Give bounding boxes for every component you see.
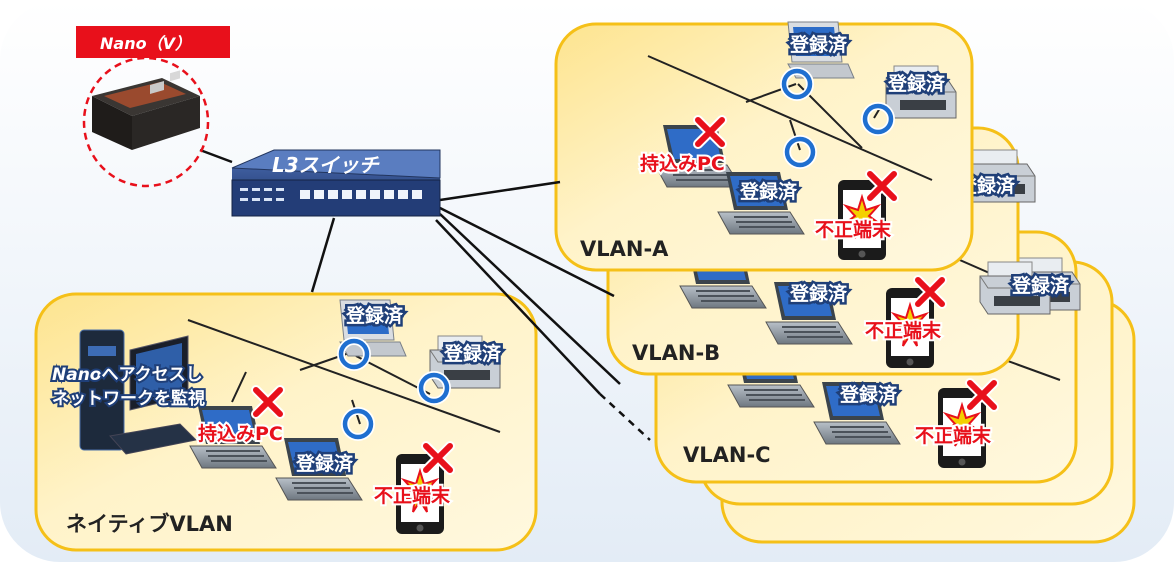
monitor-caption-rest: へアクセスし — [101, 365, 202, 385]
vlan-a-registered-label-3: 登録済 — [739, 180, 798, 203]
native-registered-label-3: 登録済 — [295, 452, 354, 475]
vlan-c-label: VLAN-C — [683, 443, 771, 467]
vlan-b-registered-label: 登録済 — [789, 282, 848, 305]
nano-highlight-circle — [82, 56, 210, 188]
vlan-a-unauthorized-label: 不正端末 — [815, 218, 892, 241]
native-unauthorized-label: 不正端末 — [374, 484, 451, 507]
vlan-b-unauthorized-label: 不正端末 — [865, 319, 942, 342]
native-registered-label-1: 登録済 — [345, 304, 404, 327]
vlan-c-registered-label: 登録済 — [839, 383, 898, 406]
nano-badge — [76, 26, 230, 58]
vlan-a-label: VLAN-A — [580, 237, 669, 261]
vlan-a-registered-label-2: 登録済 — [887, 72, 946, 95]
monitor-caption-line1: Nanoへアクセスし — [52, 365, 203, 385]
l3-switch-icon: L3スイッチ — [231, 149, 441, 217]
vlan-c-peek-registered: 登録済 — [1011, 274, 1070, 297]
nano-device: Nano（V） — [76, 26, 230, 188]
vlan-b-label: VLAN-B — [632, 341, 720, 365]
native-personal-pc-label: 持込みPC — [198, 422, 283, 445]
monitoring-pc-icon — [79, 329, 198, 455]
nano-label: Nano（V） — [100, 34, 191, 53]
switch-label: L3スイッチ — [272, 153, 381, 177]
native-vlan-label: ネイティブVLAN — [66, 512, 233, 536]
native-registered-label-2: 登録済 — [443, 342, 502, 365]
switch-links — [199, 148, 651, 441]
native-vlan-panel: Nanoへアクセスし ネットワークを監視 登録済 登録済 登録済 持込みPC 不… — [34, 292, 538, 552]
vlan-a-personal-pc-label: 持込みPC — [640, 152, 725, 175]
vlan-a-registered-label-1: 登録済 — [789, 33, 848, 56]
monitor-caption-brand: Nano — [52, 365, 102, 385]
monitor-caption-line2: ネットワークを監視 — [52, 388, 205, 409]
nano-box-icon — [92, 70, 200, 150]
vlan-c-unauthorized-label: 不正端末 — [915, 424, 992, 447]
vlan-a-panel: 登録済 登録済 登録済 持込みPC 不正端末 VLAN-A — [554, 21, 974, 272]
